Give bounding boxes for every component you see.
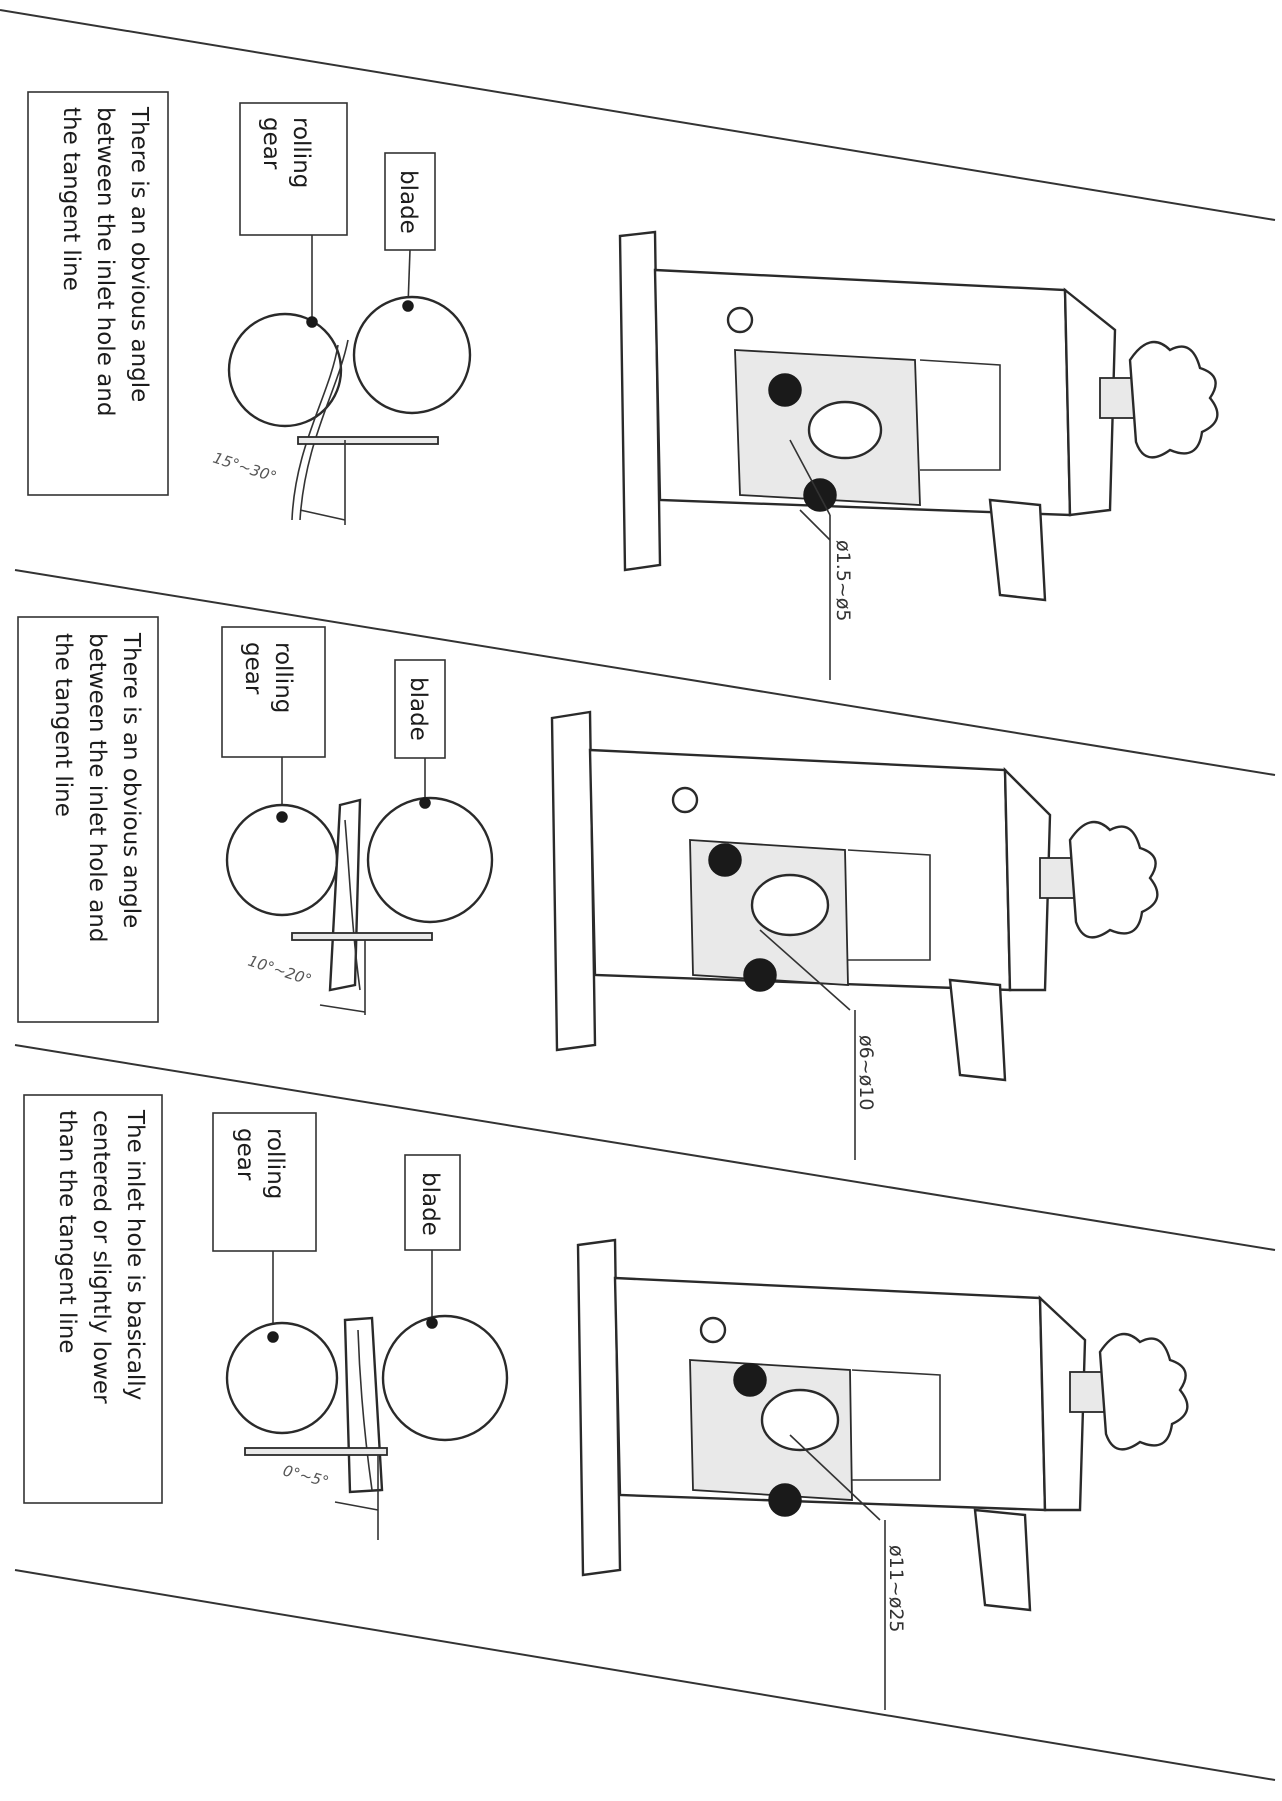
panel-1: There is an obvious angle between the in… bbox=[27, 91, 1219, 680]
blade-label-1: blade bbox=[395, 170, 421, 234]
diameter-range-3: ø11~ø25 bbox=[885, 1545, 907, 1633]
diameter-range-2: ø6~ø10 bbox=[855, 1035, 877, 1110]
note-line: centered or slightly lower bbox=[88, 1110, 114, 1404]
note-line: between the inlet hole and bbox=[84, 633, 110, 942]
rolling-gear-circle-3 bbox=[225, 1321, 339, 1435]
blade-label-2: blade bbox=[405, 677, 431, 741]
label-line: rolling bbox=[270, 642, 296, 713]
note-line: the tangent line bbox=[50, 633, 76, 817]
rolling-gear-circle-1 bbox=[227, 312, 343, 428]
wire-2 bbox=[328, 798, 362, 992]
note-line: than the tangent line bbox=[54, 1110, 80, 1354]
note-box-2 bbox=[17, 616, 159, 1023]
rolling-gear-dot-2 bbox=[276, 811, 288, 823]
wire-2-core bbox=[344, 819, 361, 991]
rolling-gear-label-box-1 bbox=[239, 102, 348, 236]
angle-dim-3 bbox=[334, 1501, 379, 1511]
note-line: There is an obvious angle bbox=[118, 632, 144, 928]
blade-circle-1 bbox=[352, 295, 472, 415]
panel-2: There is an obvious angle between the in… bbox=[17, 616, 1159, 1160]
wire-1 bbox=[299, 339, 349, 521]
separator-lines bbox=[0, 9, 1276, 1781]
diameter-leader-3 bbox=[789, 1434, 881, 1521]
rolling-gear-label-2: rolling gear bbox=[240, 642, 296, 721]
label-line: gear bbox=[232, 1128, 258, 1181]
rolling-gear-dot-1 bbox=[306, 316, 318, 328]
blade-dot-1 bbox=[402, 300, 414, 312]
machine-illustration-3 bbox=[576, 1238, 1189, 1612]
diameter-leader-2 bbox=[759, 929, 851, 1011]
note-text-2: There is an obvious angle between the in… bbox=[50, 632, 144, 950]
angle-range-2: 10°~20° bbox=[246, 952, 314, 989]
label-line: gear bbox=[240, 642, 266, 695]
machine-illustration-1 bbox=[618, 230, 1219, 602]
separator-line-bottom bbox=[14, 1569, 1276, 1781]
separator-line-2 bbox=[14, 1044, 1276, 1251]
angle-range-3: 0°~5° bbox=[281, 1461, 331, 1490]
blade-circle-3 bbox=[381, 1314, 509, 1442]
blade-dot-3 bbox=[426, 1317, 438, 1329]
panel-3: The inlet hole is basically centered or … bbox=[23, 1094, 1189, 1710]
blade-dot-2 bbox=[419, 797, 431, 809]
rolling-gear-label-box-2 bbox=[221, 626, 326, 758]
blade-label-box-2 bbox=[394, 659, 446, 759]
inlet-plate-3 bbox=[244, 1447, 388, 1456]
note-line: The inlet hole is basically bbox=[122, 1109, 148, 1400]
note-line: the tangent line bbox=[58, 107, 84, 291]
machine-illustration-2 bbox=[550, 710, 1159, 1082]
note-box-1 bbox=[27, 91, 169, 496]
rolling-gear-label-1: rolling gear bbox=[258, 117, 314, 196]
angle-range-1: 15°~30° bbox=[211, 449, 279, 486]
wire-1-edge bbox=[291, 344, 339, 521]
label-line: gear bbox=[258, 117, 284, 170]
label-line: rolling bbox=[262, 1128, 288, 1199]
separator-line-top bbox=[0, 9, 1276, 221]
diameter-leader-1 bbox=[789, 439, 831, 516]
wire-3 bbox=[343, 1316, 384, 1494]
blade-circle-2 bbox=[366, 796, 494, 924]
diameter-range-1: ø1.5~ø5 bbox=[832, 540, 854, 621]
inlet-plate-2 bbox=[291, 932, 433, 941]
rolling-gear-label-box-3 bbox=[212, 1112, 317, 1252]
blade-label-3: blade bbox=[417, 1172, 443, 1236]
label-line: rolling bbox=[288, 117, 314, 188]
wire-3-core bbox=[357, 1329, 373, 1491]
angle-dim-1 bbox=[299, 509, 346, 521]
note-line: between the inlet hole and bbox=[92, 107, 118, 416]
inlet-plate-1 bbox=[297, 436, 439, 445]
note-box-3 bbox=[23, 1094, 163, 1504]
angle-dim-2 bbox=[319, 1004, 366, 1013]
note-line: There is an obvious angle bbox=[126, 106, 152, 402]
note-text-3: The inlet hole is basically centered or … bbox=[54, 1109, 148, 1411]
rolling-gear-dot-3 bbox=[267, 1331, 279, 1343]
separator-line-1 bbox=[14, 569, 1276, 776]
note-text-1: There is an obvious angle between the in… bbox=[58, 106, 152, 424]
rolling-gear-label-3: rolling gear bbox=[232, 1128, 288, 1207]
